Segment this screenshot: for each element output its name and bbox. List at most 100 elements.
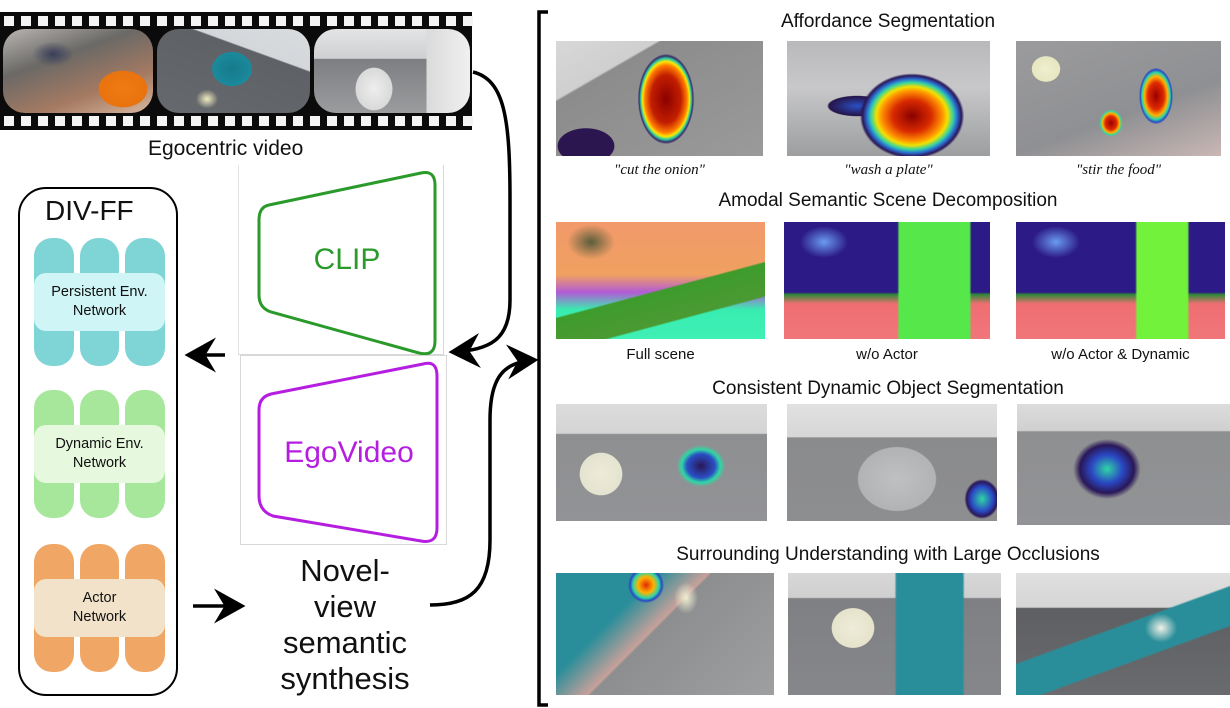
sprocket-hole bbox=[276, 116, 286, 126]
surrounding-image-2 bbox=[788, 573, 1001, 695]
novel-view-semantic-synthesis-label: Novel- view semantic synthesis bbox=[280, 553, 410, 696]
persistent-env-network-label: Persistent Env. Network bbox=[34, 273, 165, 331]
section-title-amodal: Amodal Semantic Scene Decomposition bbox=[718, 190, 1058, 211]
section-title-dynamic-object: Consistent Dynamic Object Segmentation bbox=[712, 378, 1064, 399]
film-sprockets-top bbox=[4, 16, 473, 26]
sprocket-hole bbox=[412, 116, 422, 126]
sprocket-hole bbox=[157, 116, 167, 126]
sprocket-hole bbox=[344, 116, 354, 126]
sprocket-hole bbox=[463, 116, 473, 126]
affordance-image-stir-food bbox=[1016, 41, 1221, 156]
caption-stir-food: "stir the food" bbox=[1075, 162, 1162, 178]
sprocket-hole bbox=[395, 116, 405, 126]
caption-without-actor-dynamic: w/o Actor & Dynamic bbox=[1051, 346, 1190, 363]
sprocket-hole bbox=[140, 16, 150, 26]
egovideo-encoder-panel: EgoVideo bbox=[240, 355, 447, 545]
sprocket-hole bbox=[310, 116, 320, 126]
video-frame-3 bbox=[314, 29, 470, 113]
sprocket-hole bbox=[293, 116, 303, 126]
egocentric-video-caption: Egocentric video bbox=[148, 137, 304, 160]
sprocket-hole bbox=[412, 16, 422, 26]
sprocket-hole bbox=[208, 16, 218, 26]
sprocket-hole bbox=[191, 16, 201, 26]
video-frame-2 bbox=[157, 29, 310, 113]
caption-wash-plate: "wash a plate" bbox=[844, 162, 933, 178]
caption-cut-onion: "cut the onion" bbox=[614, 162, 705, 178]
sprocket-hole bbox=[38, 16, 48, 26]
sprocket-hole bbox=[259, 116, 269, 126]
sprocket-hole bbox=[259, 16, 269, 26]
section-title-surrounding: Surrounding Understanding with Large Occ… bbox=[676, 544, 1100, 565]
sprocket-hole bbox=[106, 16, 116, 26]
sprocket-hole bbox=[242, 16, 252, 26]
sprocket-hole bbox=[225, 16, 235, 26]
sprocket-hole bbox=[225, 116, 235, 126]
video-frame-1 bbox=[3, 29, 153, 113]
actor-network-label: Actor Network bbox=[34, 579, 165, 637]
amodal-image-full-scene bbox=[556, 222, 765, 339]
sprocket-hole bbox=[106, 116, 116, 126]
dynamic-env-network-label: Dynamic Env. Network bbox=[34, 425, 165, 483]
results-bracket bbox=[537, 10, 548, 707]
sprocket-hole bbox=[429, 16, 439, 26]
surrounding-image-3 bbox=[1016, 573, 1230, 695]
sprocket-hole bbox=[72, 116, 82, 126]
actor-network: Actor Network bbox=[34, 544, 166, 672]
divff-container bbox=[18, 187, 178, 696]
sprocket-hole bbox=[4, 16, 14, 26]
video-to-encoders-arrow bbox=[448, 70, 512, 368]
sprocket-hole bbox=[140, 116, 150, 126]
section-title-affordance: Affordance Segmentation bbox=[780, 11, 996, 32]
sprocket-hole bbox=[344, 16, 354, 26]
sprocket-hole bbox=[293, 16, 303, 26]
clip-trapezoid-icon bbox=[257, 171, 437, 355]
affordance-image-wash-plate bbox=[787, 41, 990, 156]
clip-label: CLIP bbox=[313, 243, 381, 276]
film-sprockets-bottom bbox=[4, 116, 473, 126]
sprocket-hole bbox=[4, 116, 14, 126]
synthesis-to-results-arrow bbox=[429, 344, 539, 607]
egocentric-video-film-strip bbox=[0, 12, 473, 130]
caption-full-scene: Full scene bbox=[626, 346, 695, 363]
sprocket-hole bbox=[72, 16, 82, 26]
persistent-env-network: Persistent Env. Network bbox=[34, 238, 166, 366]
sprocket-hole bbox=[429, 116, 439, 126]
sprocket-hole bbox=[208, 116, 218, 126]
sprocket-hole bbox=[157, 16, 167, 26]
sprocket-hole bbox=[174, 16, 184, 26]
sprocket-hole bbox=[327, 16, 337, 26]
sprocket-hole bbox=[463, 16, 473, 26]
sprocket-hole bbox=[361, 116, 371, 126]
amodal-image-without-actor-dynamic bbox=[1016, 222, 1225, 339]
sprocket-hole bbox=[378, 116, 388, 126]
amodal-image-without-actor bbox=[784, 222, 990, 339]
surrounding-image-1 bbox=[556, 573, 774, 695]
sprocket-hole bbox=[242, 116, 252, 126]
divff-title: DIV-FF bbox=[45, 195, 134, 226]
affordance-image-cut-onion bbox=[556, 41, 763, 156]
sprocket-hole bbox=[123, 116, 133, 126]
dynamic-env-network: Dynamic Env. Network bbox=[34, 390, 166, 518]
sprocket-hole bbox=[310, 16, 320, 26]
sprocket-hole bbox=[327, 116, 337, 126]
sprocket-hole bbox=[191, 116, 201, 126]
dynamic-object-image-2 bbox=[787, 404, 997, 521]
egovideo-label: EgoVideo bbox=[284, 436, 414, 469]
dynamic-object-image-1 bbox=[556, 404, 767, 521]
clip-encoder-panel: CLIP bbox=[238, 165, 444, 355]
sprocket-hole bbox=[89, 16, 99, 26]
egovideo-trapezoid-icon bbox=[257, 361, 439, 543]
sprocket-hole bbox=[446, 16, 456, 26]
sprocket-hole bbox=[378, 16, 388, 26]
sprocket-hole bbox=[21, 116, 31, 126]
sprocket-hole bbox=[38, 116, 48, 126]
sprocket-hole bbox=[123, 16, 133, 26]
caption-without-actor: w/o Actor bbox=[856, 346, 918, 363]
sprocket-hole bbox=[55, 116, 65, 126]
dynamic-object-image-3 bbox=[1017, 404, 1230, 525]
sprocket-hole bbox=[395, 16, 405, 26]
sprocket-hole bbox=[89, 116, 99, 126]
sprocket-hole bbox=[174, 116, 184, 126]
sprocket-hole bbox=[55, 16, 65, 26]
sprocket-hole bbox=[21, 16, 31, 26]
